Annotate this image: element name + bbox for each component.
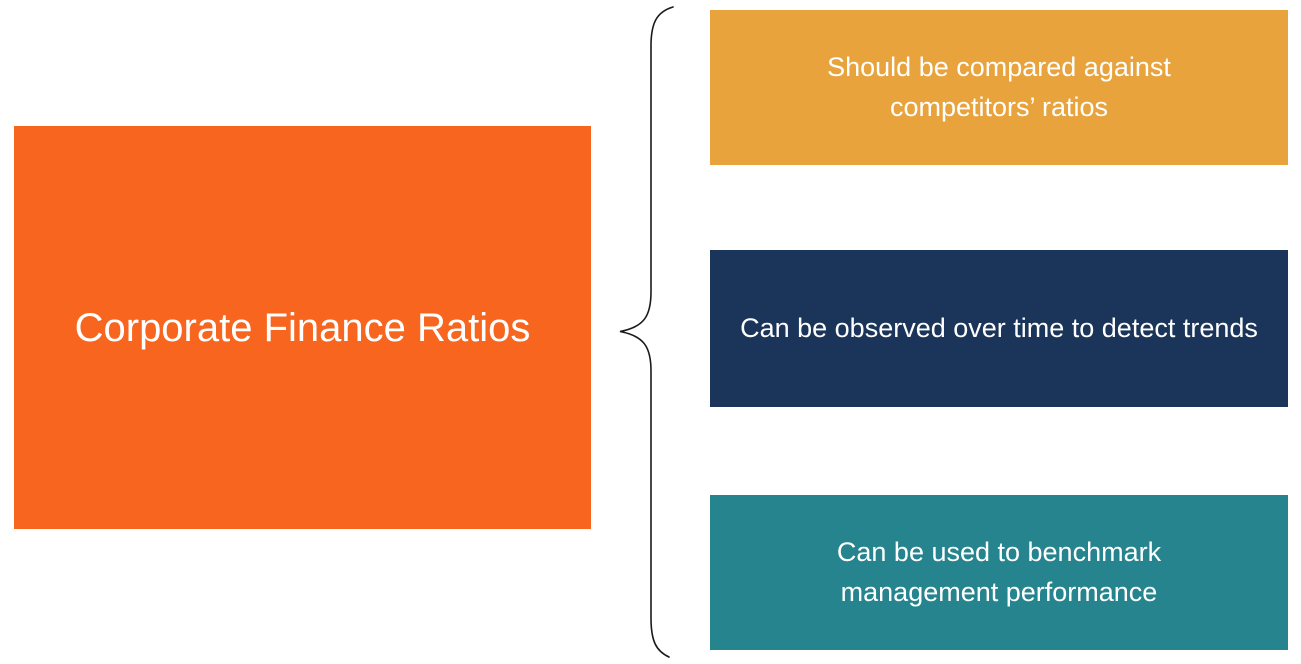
branch-node-observed-over-time: Can be observed over time to detect tren… bbox=[710, 250, 1288, 407]
root-node-label: Corporate Finance Ratios bbox=[74, 305, 531, 350]
branch-node-label: Can be observed over time to detect tren… bbox=[740, 312, 1258, 343]
branch-node-compare-against-competitors: Should be compared against competitors’ … bbox=[710, 10, 1288, 165]
branch-node-benchmark-management: Can be used to benchmark management perf… bbox=[710, 495, 1288, 650]
curly-brace-icon bbox=[619, 6, 674, 658]
branch-node-label: Can be used to benchmark management perf… bbox=[836, 536, 1162, 607]
root-node-corporate-finance-ratios: Corporate Finance Ratios bbox=[14, 126, 591, 529]
branch-node-label: Should be compared against competitors’ … bbox=[827, 51, 1171, 122]
